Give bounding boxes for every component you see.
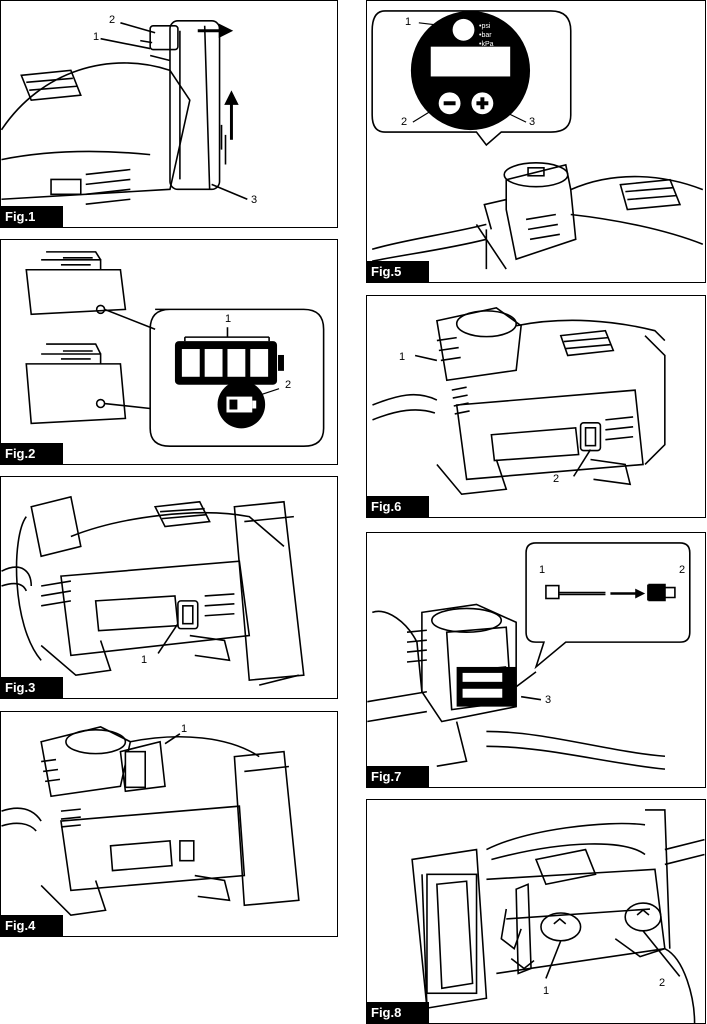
fig4-callout-1: 1	[181, 723, 188, 735]
fig7-label: Fig.7	[367, 766, 430, 787]
fig5-unit-bar: •bar	[479, 32, 492, 39]
fig2-label: Fig.2	[1, 443, 64, 464]
fig4-illustration	[1, 726, 300, 917]
fig3-label: Fig.3	[1, 677, 64, 698]
fig2-illustration	[25, 251, 325, 447]
fig2-callout-2: 2	[285, 379, 292, 391]
fig5-unit-kpa: •kPa	[479, 41, 494, 48]
fig1-callout-2: 2	[109, 14, 116, 26]
figure-7-panel: 1 2 3 Fig.7	[366, 532, 706, 788]
figure-6-panel: 1 2 Fig.6	[366, 295, 706, 518]
figure-8-panel: 1 2 Fig.8	[366, 799, 706, 1024]
fig5-callout-1: 1	[405, 16, 412, 28]
fig5-unit-psi: •psi	[479, 23, 491, 30]
fig7-callout-2: 2	[679, 564, 686, 576]
fig3-callout-1: 1	[141, 654, 148, 666]
fig8-callout-1: 1	[543, 985, 550, 997]
fig7-callout-1: 1	[539, 564, 546, 576]
fig6-label: Fig.6	[367, 496, 430, 517]
fig1-illustration	[1, 20, 248, 205]
fig5-callout-3: 3	[529, 116, 536, 128]
figure-1-panel: 2 1 3 Fig.1	[0, 0, 338, 228]
fig2-callout-1: 1	[225, 313, 232, 325]
fig1-callout-3: 3	[251, 194, 258, 206]
fig8-illustration	[411, 809, 705, 1023]
fig5-label: Fig.5	[367, 261, 430, 282]
figure-4-panel: 1 Fig.4	[0, 711, 338, 937]
fig5-callout-2: 2	[401, 116, 408, 128]
figure-3-panel: 1 Fig.3	[0, 476, 338, 699]
fig4-label: Fig.4	[1, 915, 64, 936]
figure-5-panel: •psi •bar •kPa 1 2 3 Fig.5	[366, 0, 706, 283]
figure-2-panel: 1 2 Fig.2	[0, 239, 338, 465]
fig1-callout-1: 1	[93, 31, 100, 43]
fig8-label: Fig.8	[367, 1002, 430, 1023]
fig8-callout-2: 2	[659, 977, 666, 989]
fig5-illustration	[371, 10, 704, 270]
fig7-callout-3: 3	[545, 694, 552, 706]
fig6-callout-2: 2	[553, 473, 560, 485]
fig1-label: Fig.1	[1, 206, 64, 227]
fig7-illustration	[367, 542, 691, 770]
fig3-illustration	[1, 495, 305, 686]
fig6-illustration	[372, 307, 666, 496]
fig6-callout-1: 1	[399, 351, 406, 363]
